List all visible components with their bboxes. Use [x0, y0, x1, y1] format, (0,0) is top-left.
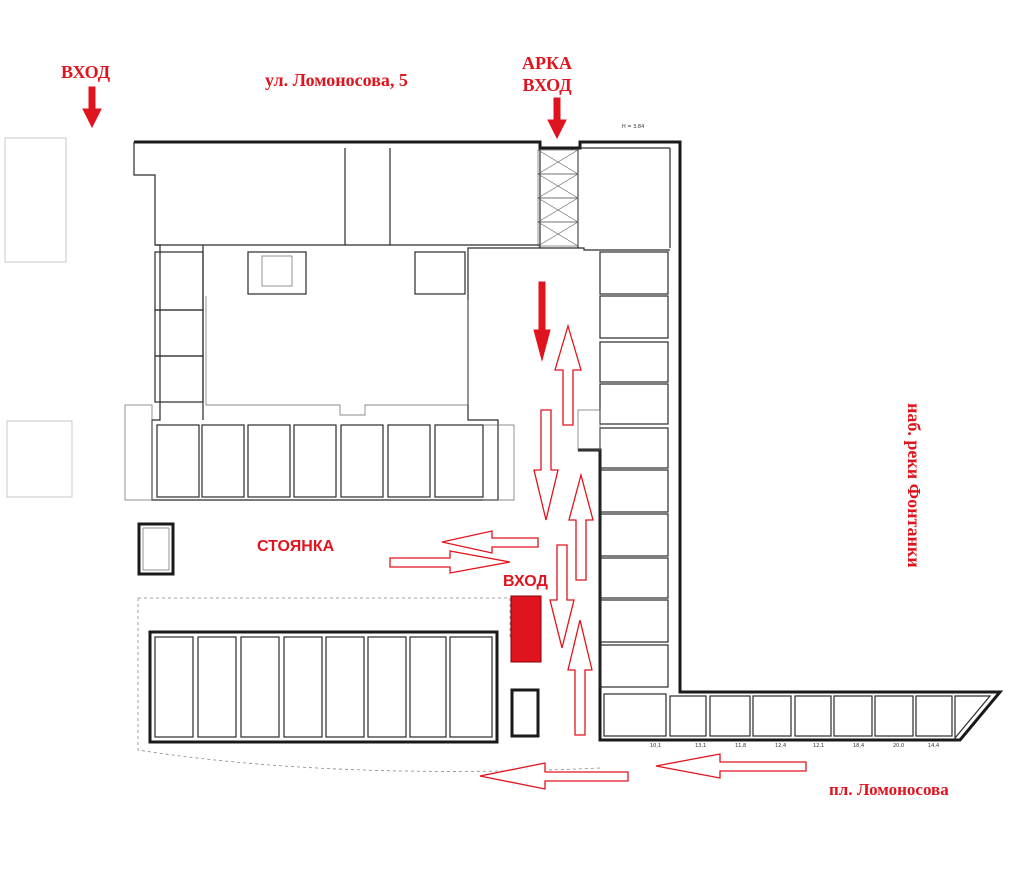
svg-text:12,1: 12,1 — [813, 743, 824, 749]
arch-label-line2: ВХОД — [522, 75, 572, 95]
kiosk — [137, 522, 175, 576]
route-arrow-icon — [655, 753, 807, 779]
arrow-down-icon — [82, 86, 102, 129]
svg-text:12,4: 12,4 — [775, 743, 786, 749]
entrance-label-center: ВХОД — [503, 573, 548, 590]
svg-text:10,1: 10,1 — [650, 743, 661, 749]
arrow-down-icon — [547, 97, 567, 140]
street-label: ул. Ломоносова, 5 — [265, 70, 408, 90]
route-arrow-icon — [568, 472, 594, 581]
svg-text:18,4: 18,4 — [853, 743, 864, 749]
svg-text:Н = 3.84: Н = 3.84 — [622, 124, 644, 130]
entrance-label-top-left: ВХОД — [61, 62, 111, 82]
route-arrow-icon — [389, 550, 511, 574]
svg-text:20,0: 20,0 — [893, 743, 904, 749]
main-building: Н = 3.84 10,1 13,1 11,8 12,4 12,1 18,4 2… — [124, 124, 1004, 749]
embankment-label: наб. реки Фонтанки — [904, 403, 924, 568]
lower-building — [137, 597, 601, 772]
svg-text:11,8: 11,8 — [735, 743, 746, 749]
route-arrow-icon — [533, 409, 559, 521]
route-arrow-icon — [441, 530, 539, 554]
arch-label: АРКА ВХОД — [522, 52, 572, 96]
route-arrow-icon — [567, 619, 593, 736]
square-label: пл. Ломоносова — [829, 780, 949, 799]
svg-text:13,1: 13,1 — [695, 743, 706, 749]
route-arrow-icon — [549, 544, 575, 649]
arch-label-line1: АРКА — [522, 53, 573, 73]
neighbor-building-bottom — [6, 420, 73, 498]
route-arrow-icon — [554, 323, 582, 426]
parking-label: СТОЯНКА — [257, 538, 335, 555]
svg-text:14,4: 14,4 — [928, 743, 939, 749]
entrance-door-icon — [510, 595, 542, 663]
route-arrow-icon — [479, 762, 629, 790]
neighbor-building-top — [4, 137, 67, 263]
arrow-down-icon — [533, 281, 551, 362]
